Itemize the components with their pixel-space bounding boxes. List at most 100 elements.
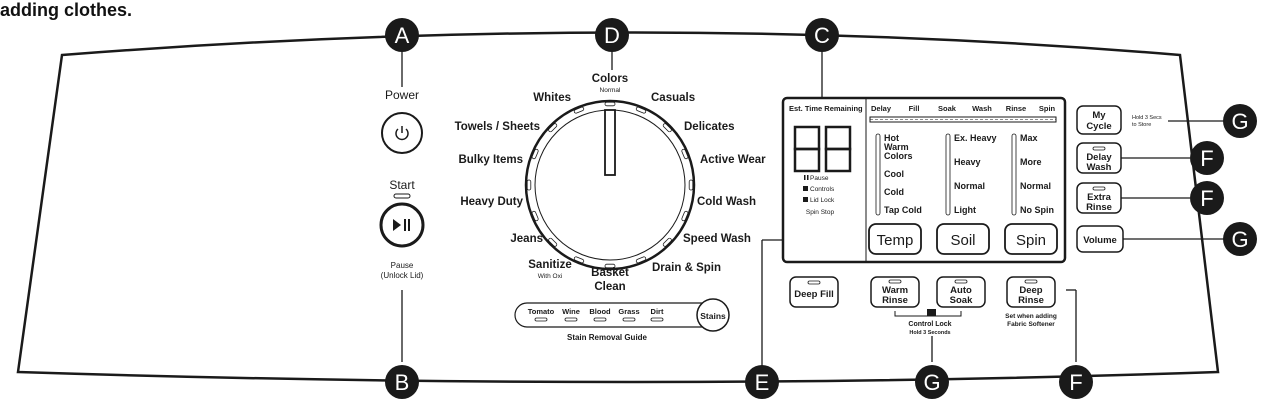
dial-indicator-light: [681, 148, 689, 160]
temp-option: Hot: [884, 133, 899, 143]
temp-button[interactable]: Temp: [868, 223, 922, 255]
svg-text:Extra: Extra: [1087, 192, 1111, 203]
svg-text:Deep Fill: Deep Fill: [794, 289, 834, 300]
callout-g-mycycle: G: [1223, 104, 1257, 138]
stains-button[interactable]: Stains: [696, 298, 730, 332]
callout-f-delay: F: [1190, 141, 1224, 175]
lock-icon: [803, 197, 808, 202]
stain-option: Dirt: [651, 307, 664, 316]
dial-indicator-light: [635, 106, 647, 114]
cycle-stage-label: Fill: [909, 104, 920, 113]
lock-icon: [803, 186, 808, 191]
svg-text:Spin: Spin: [1016, 232, 1046, 249]
start-label: Start: [389, 178, 415, 192]
soil-option: Heavy: [954, 157, 981, 167]
cycle-heavy-duty: Heavy Duty: [460, 196, 523, 208]
cycle-sanitize-sub: With Oxi: [538, 273, 563, 280]
dial-indicator-light: [604, 263, 616, 269]
svg-text:Rinse: Rinse: [882, 295, 908, 306]
power-icon: [395, 126, 409, 141]
svg-text:Soak: Soak: [950, 295, 973, 306]
dial-indicator-light: [573, 106, 585, 114]
svg-text:Volume: Volume: [1083, 235, 1117, 246]
dial-indicator-light: [662, 237, 672, 247]
dial-indicator-light: [548, 237, 558, 247]
cycle-normal: Normal: [600, 87, 622, 94]
lock-icon: [927, 309, 936, 316]
spin-option: More: [1020, 157, 1042, 167]
dial-indicator-light: [531, 210, 539, 222]
temp-option: Cold: [884, 187, 904, 197]
dial-indicator-light: [681, 210, 689, 222]
deep-fill-button[interactable]: Deep Fill: [789, 276, 839, 308]
cycle-speed-wash: Speed Wash: [683, 233, 751, 245]
temp-option: Warm: [884, 142, 909, 152]
stain-guide-label: Stain Removal Guide: [567, 333, 648, 342]
stain-indicator-light: [564, 317, 578, 322]
dial-indicator-light: [531, 148, 539, 160]
svg-text:Warm: Warm: [882, 285, 908, 296]
svg-text:Stains: Stains: [700, 311, 726, 321]
cycle-sanitize: Sanitize: [528, 259, 571, 271]
control-lock-sub: Hold 3 Seconds: [909, 330, 950, 336]
callout-e: E: [745, 365, 779, 399]
soil-level-bar: [945, 133, 951, 216]
stain-indicator-light: [650, 317, 664, 322]
start-pause-button[interactable]: [379, 202, 425, 248]
softener-note-2: Fabric Softener: [1007, 321, 1055, 328]
power-button[interactable]: [381, 112, 423, 154]
cycle-casuals: Casuals: [651, 92, 695, 104]
my-cycle-button[interactable]: My Cycle: [1076, 105, 1122, 135]
unlock-lid-label: (Unlock Lid): [381, 271, 424, 280]
extra-rinse-button[interactable]: Extra Rinse: [1076, 182, 1122, 214]
volume-button[interactable]: Volume: [1076, 225, 1124, 253]
callout-d: D: [595, 18, 629, 52]
spin-level-bar: [1011, 133, 1017, 216]
callout-g-volume: G: [1223, 222, 1257, 256]
soil-button[interactable]: Soil: [936, 223, 990, 255]
cycle-whites: Whites: [533, 92, 571, 104]
cycle-colors: Colors: [592, 73, 628, 85]
spin-option: Normal: [1020, 181, 1051, 191]
stain-option: Tomato: [528, 307, 555, 316]
display-panel: Est. Time Remaining Pause Controls Lid L…: [781, 96, 1067, 264]
dial-indicator-light: [662, 123, 672, 133]
cycle-bulky-items: Bulky Items: [458, 154, 523, 166]
est-time-label: Est. Time Remaining: [789, 104, 863, 113]
temp-option: Colors: [884, 151, 913, 161]
dial-pointer: [604, 109, 616, 176]
cycle-cold-wash: Cold Wash: [697, 196, 756, 208]
power-label: Power: [385, 88, 419, 102]
callout-b: B: [385, 365, 419, 399]
cycle-jeans: Jeans: [510, 233, 543, 245]
temp-level-bar: [875, 133, 881, 216]
deep-rinse-button[interactable]: Deep Rinse: [1006, 276, 1056, 308]
stain-indicator-light: [622, 317, 636, 322]
svg-text:G: G: [923, 370, 940, 395]
cycle-basket-clean: Basket: [591, 267, 629, 279]
callout-f-extra: F: [1190, 181, 1224, 215]
svg-text:G: G: [1231, 109, 1248, 134]
cycle-drain-spin: Drain & Spin: [652, 262, 721, 274]
play-pause-icon: [393, 219, 410, 231]
soil-option: Light: [954, 205, 976, 215]
caption-text: adding clothes.: [0, 0, 133, 20]
spin-option: Max: [1020, 133, 1038, 143]
stain-indicator-light: [593, 317, 607, 322]
delay-wash-button[interactable]: Delay Wash: [1076, 142, 1122, 174]
lid-lock-status: Lid Lock: [810, 197, 835, 204]
warm-rinse-button[interactable]: Warm Rinse: [870, 276, 920, 308]
auto-soak-button[interactable]: Auto Soak: [936, 276, 986, 308]
svg-text:F: F: [1200, 186, 1213, 211]
svg-text:B: B: [395, 370, 410, 395]
cycle-dial[interactable]: [524, 99, 696, 271]
spin-button[interactable]: Spin: [1004, 223, 1058, 255]
callout-f-bottom: F: [1059, 365, 1093, 399]
svg-text:A: A: [395, 23, 410, 48]
control-lock-label: Control Lock: [908, 321, 951, 328]
temp-option: Tap Cold: [884, 205, 922, 215]
pause-label: Pause: [391, 261, 414, 270]
dial-indicators: [526, 101, 694, 269]
